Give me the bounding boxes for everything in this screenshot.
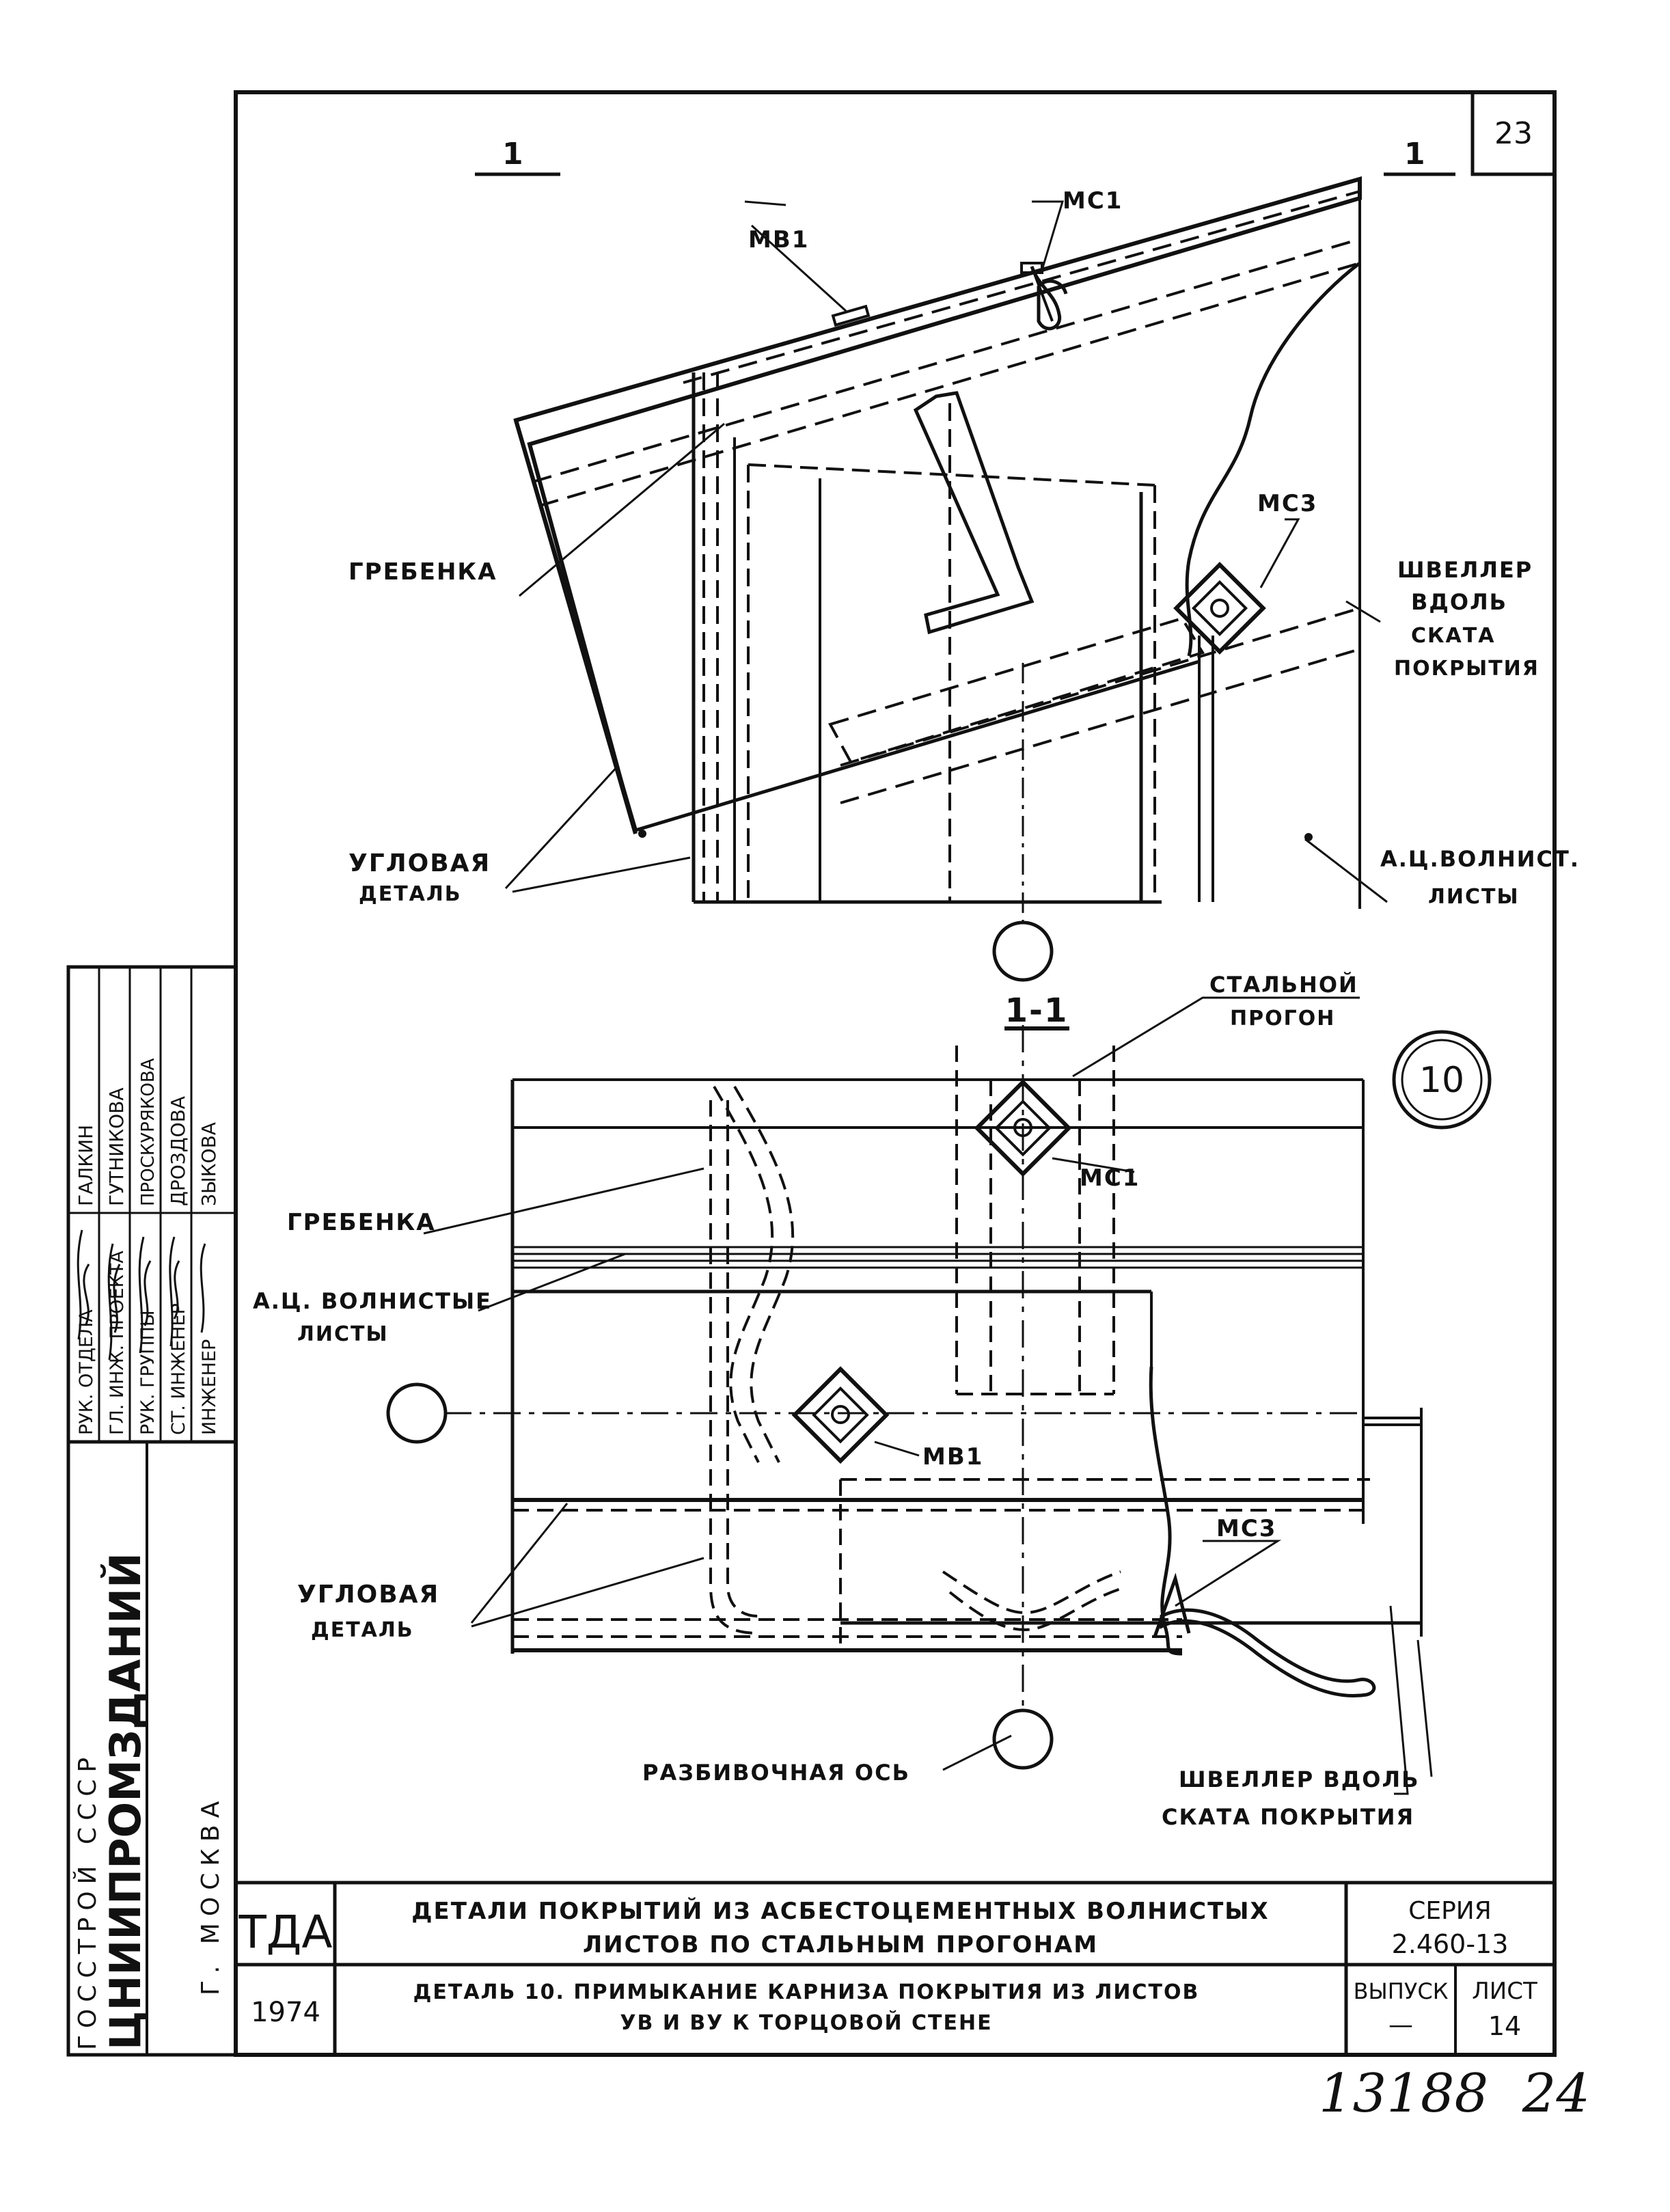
stamp-name-5: ЗЫКОВА [197,1122,220,1206]
label-shveller-top-4: ПОКРЫТИЯ [1394,657,1539,681]
label-uglovaya-top-1: УГЛОВАЯ [348,849,491,877]
page-number: 23 [1494,116,1533,151]
label-shveller-bottom-1: ШВЕЛЛЕР ВДОЛЬ [1179,1766,1419,1792]
tb-title-2: ЛИСТОВ ПО СТАЛЬНЫМ ПРОГОНАМ [583,1931,1098,1958]
label-grebenka-bottom: ГРЕБЕНКА [287,1209,436,1236]
tb-issue-value: — [1388,2011,1413,2039]
label-uglovaya-top-2: ДЕТАЛЬ [359,882,462,906]
section-mark-right: 1 [1404,137,1427,172]
label-mv1-top: МВ1 [748,226,809,254]
stamp-role-5: ИНЖЕНЕР [199,1339,220,1435]
tb-title-1: ДЕТАЛИ ПОКРЫТИЙ ИЗ АСБЕСТОЦЕМЕНТНЫХ ВОЛН… [411,1897,1269,1925]
label-mv1-bottom: МВ1 [922,1443,983,1471]
label-ac-bottom-1: А.Ц. ВОЛНИСТЫЕ [253,1288,492,1314]
tb-code: ТДА [238,1906,332,1958]
stamp-role-3: РУК. ГРУППЫ [137,1310,159,1435]
label-shveller-top-2: ВДОЛЬ [1411,589,1507,615]
label-shveller-top-3: СКАТА [1411,624,1495,648]
side-stamp [66,965,238,2057]
label-ac-top-2: ЛИСТЫ [1428,885,1520,909]
page-number-box [1470,92,1555,176]
tb-sheet-label: ЛИСТ [1472,1978,1537,2005]
tb-sheet-value: 14 [1488,2011,1521,2041]
section-mark-left: 1 [502,137,525,172]
stamp-name-4: ДРОЗДОВА [167,1096,189,1206]
stamp-org-line3: Г. МОСКВА [197,1794,225,1995]
label-ms1-bottom: МС1 [1080,1164,1140,1192]
stamp-name-2: ГУТНИКОВА [105,1087,128,1206]
label-shveller-bottom-2: СКАТА ПОКРЫТИЯ [1162,1804,1414,1830]
axis-marker-bottom [992,1708,1054,1770]
label-ms1-top: МС1 [1063,187,1123,215]
label-ac-top-1: А.Ц.ВОЛНИСТ. [1380,846,1580,872]
detail-number: 10 [1419,1060,1464,1101]
tb-year: 1974 [251,1997,320,2028]
label-uglovaya-bottom-1: УГЛОВАЯ [297,1581,439,1609]
stamp-name-3: ПРОСКУРЯКОВА [138,1058,159,1206]
label-stalnoy-2: ПРОГОН [1230,1007,1335,1030]
label-ms3-top: МС3 [1257,490,1317,517]
stamp-org-line1: ГОССТРОЙ СССР [73,1751,102,2050]
label-grebenka-top: ГРЕБЕНКА [348,558,497,586]
label-uglovaya-bottom-2: ДЕТАЛЬ [311,1618,414,1642]
stamp-org-line2: ЦНИИПРОМЗДАНИЙ [100,1553,150,2050]
mv1-diamond-bottom [791,1366,890,1464]
handwritten-number: 13188 24 [1319,2063,1590,2125]
section-title-1-1: 1-1 [1005,992,1069,1030]
tb-series-value: 2.460-13 [1392,1929,1509,1959]
tb-subtitle-1: ДЕТАЛЬ 10. ПРИМЫКАНИЕ КАРНИЗА ПОКРЫТИЯ И… [413,1980,1200,2004]
label-shveller-top-1: ШВЕЛЛЕР [1397,557,1533,583]
axis-marker-top [992,920,1054,982]
ms1-diamond-bottom [974,1079,1072,1177]
detail-circle [1392,1030,1492,1130]
label-razbivochnaya: РАЗБИВОЧНАЯ ОСЬ [642,1760,910,1786]
label-ms3-bottom: МС3 [1216,1515,1276,1542]
tb-subtitle-2: УВ И ВУ К ТОРЦОВОЙ СТЕНЕ [620,2010,992,2035]
ms3-diamond-top [1173,562,1266,655]
stamp-name-1: ГАЛКИН [74,1125,97,1206]
axis-marker-left [386,1382,448,1444]
title-block [234,1881,1557,2057]
tb-issue-label: ВЫПУСК [1354,1978,1449,2004]
label-stalnoy-1: СТАЛЬНОЙ [1209,972,1358,998]
tb-series-label: СЕРИЯ [1408,1897,1492,1925]
signatures [77,1229,206,1361]
label-ac-bottom-2: ЛИСТЫ [297,1322,389,1346]
